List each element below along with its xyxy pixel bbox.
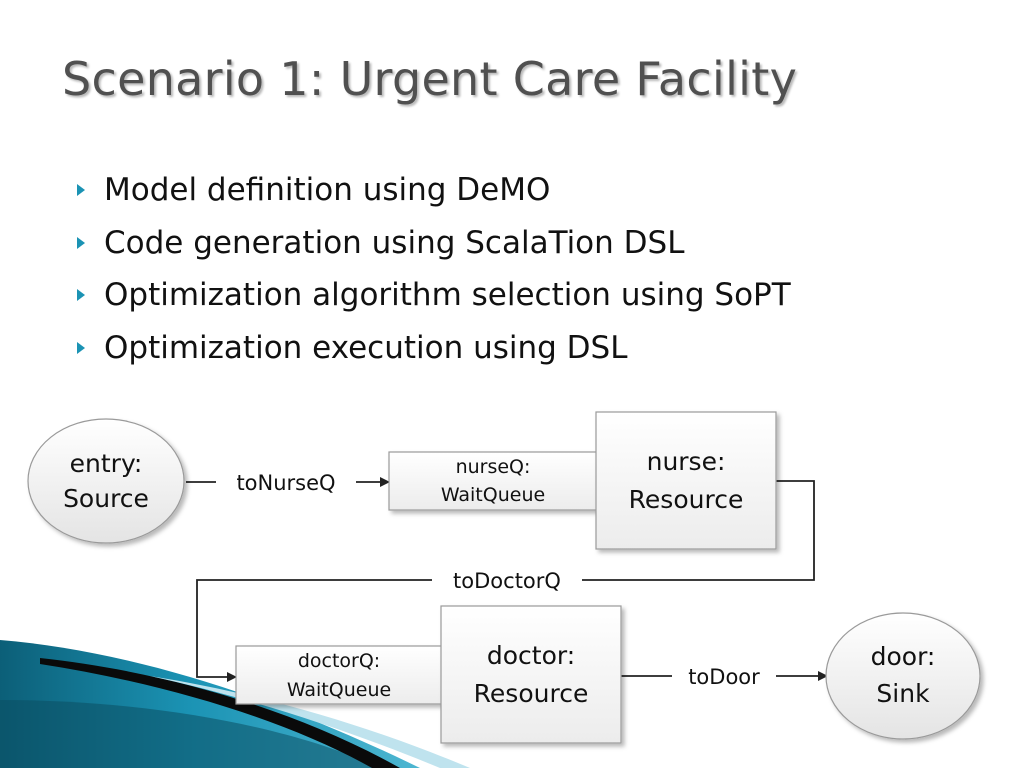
bullet-text: Model definition using DeMO bbox=[104, 172, 551, 208]
edge-label-to-nurse-q: toNurseQ bbox=[236, 471, 335, 495]
node-door-sink: door: Sink bbox=[825, 612, 981, 740]
bullet-item: Model definition using DeMO bbox=[74, 168, 791, 221]
bullet-list: Model definition using DeMO Code generat… bbox=[74, 168, 791, 378]
triangle-bullet-icon bbox=[77, 341, 85, 354]
bullet-text: Code generation using ScalaTion DSL bbox=[104, 224, 685, 261]
node-label: door: bbox=[871, 642, 936, 671]
bullet-text: Optimization algorithm selection using S… bbox=[104, 277, 791, 313]
node-label: Sink bbox=[876, 679, 930, 708]
node-label: nurseQ: bbox=[456, 456, 531, 478]
node-label: Resource bbox=[629, 485, 744, 514]
triangle-bullet-icon bbox=[77, 184, 85, 196]
node-label: Source bbox=[63, 484, 149, 513]
bullet-item: Optimization algorithm selection using S… bbox=[74, 273, 791, 326]
node-label: doctorQ: bbox=[298, 650, 380, 672]
node-doctor-resource: doctor: Resource bbox=[440, 605, 622, 744]
triangle-bullet-icon bbox=[77, 236, 85, 249]
bullet-text: Optimization execution using DSL bbox=[104, 329, 628, 366]
node-label: Resource bbox=[474, 679, 589, 708]
node-label: WaitQueue bbox=[441, 484, 545, 506]
triangle-bullet-icon bbox=[77, 289, 85, 301]
node-nurse-resource: nurse: Resource bbox=[595, 411, 777, 550]
node-doctor-queue: doctorQ: WaitQueue bbox=[235, 645, 444, 705]
node-label: nurse: bbox=[647, 447, 726, 476]
slide-title: Scenario 1: Urgent Care Facility bbox=[62, 52, 798, 106]
bullet-item: Code generation using ScalaTion DSL bbox=[74, 221, 791, 274]
edge-label-to-door: toDoor bbox=[688, 665, 760, 689]
edge-label-to-doctor-q: toDoctorQ bbox=[453, 569, 561, 593]
node-label: doctor: bbox=[487, 641, 575, 670]
node-label: entry: bbox=[70, 449, 143, 478]
node-nurse-queue: nurseQ: WaitQueue bbox=[388, 451, 599, 511]
corner-decoration bbox=[0, 640, 470, 768]
node-label: WaitQueue bbox=[287, 679, 391, 701]
node-entry-source: entry: Source bbox=[27, 418, 185, 544]
bullet-item: Optimization execution using DSL bbox=[74, 326, 791, 379]
